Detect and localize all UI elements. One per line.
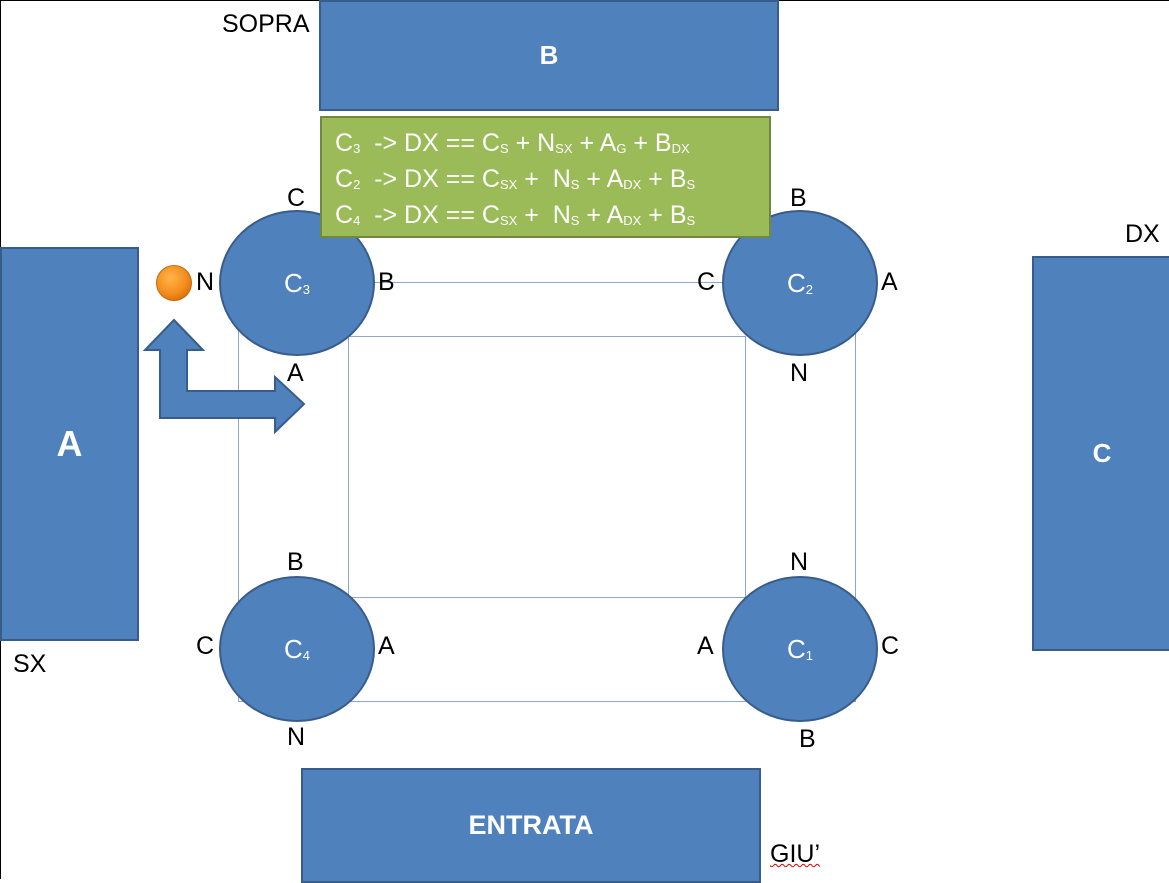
track-outer-square [238,282,856,702]
c2-bottom-label: N [790,359,809,387]
c1-right-label: C [881,632,900,660]
formula-line-c3: C3 -> DX == CS + NSX + AG + BDX [335,129,690,157]
formula-box: C3 -> DX == CS + NSX + AG + BDX C2 -> DX… [320,116,771,238]
c3-left-label: N [196,268,215,296]
c1-bottom-label: B [799,725,816,753]
formula-line-c4: C4 -> DX == CSX + NS + ADX + BS [335,201,696,229]
c2-right-label: A [881,268,898,296]
block-top-label: B [539,40,559,70]
block-left-a: A [0,247,139,641]
circle-c4-label: C4 [283,633,310,664]
circle-c1-label: C1 [786,633,813,664]
label-sopra: SOPRA [222,10,310,38]
label-sx: SX [13,650,47,678]
c2-left-label: C [697,268,716,296]
label-giu: GIU’ [770,840,820,868]
block-bottom-label: ENTRATA [468,810,594,840]
c2-top-label: B [790,184,807,212]
bent-arrow-icon [142,318,306,435]
c1-left-label: A [697,632,714,660]
block-top-b: B [319,0,779,111]
c1-top-label: N [790,548,809,576]
label-dx: DX [1125,220,1160,248]
c4-bottom-label: N [287,723,306,751]
circle-c2: C2 [722,210,878,356]
c3-right-label: B [378,268,395,296]
orange-marker-dot [156,265,192,301]
circle-c2-label: C2 [786,267,813,298]
block-right-label: C [1092,438,1112,468]
formula-line-c2: C2 -> DX == CSX + NS + ADX + BS [335,165,696,193]
c4-right-label: A [378,632,395,660]
block-bottom-entrata: ENTRATA [301,768,761,883]
c4-left-label: C [196,632,215,660]
block-left-label: A [56,423,83,464]
c3-bottom-label: A [287,359,304,387]
track-inner-square [348,336,746,598]
circle-c1: C1 [722,576,878,722]
c4-top-label: B [287,548,304,576]
circle-c3-label: C3 [283,267,310,298]
c3-top-label: C [287,184,306,212]
block-right-c: C [1032,256,1169,651]
circle-c4: C4 [219,576,375,722]
